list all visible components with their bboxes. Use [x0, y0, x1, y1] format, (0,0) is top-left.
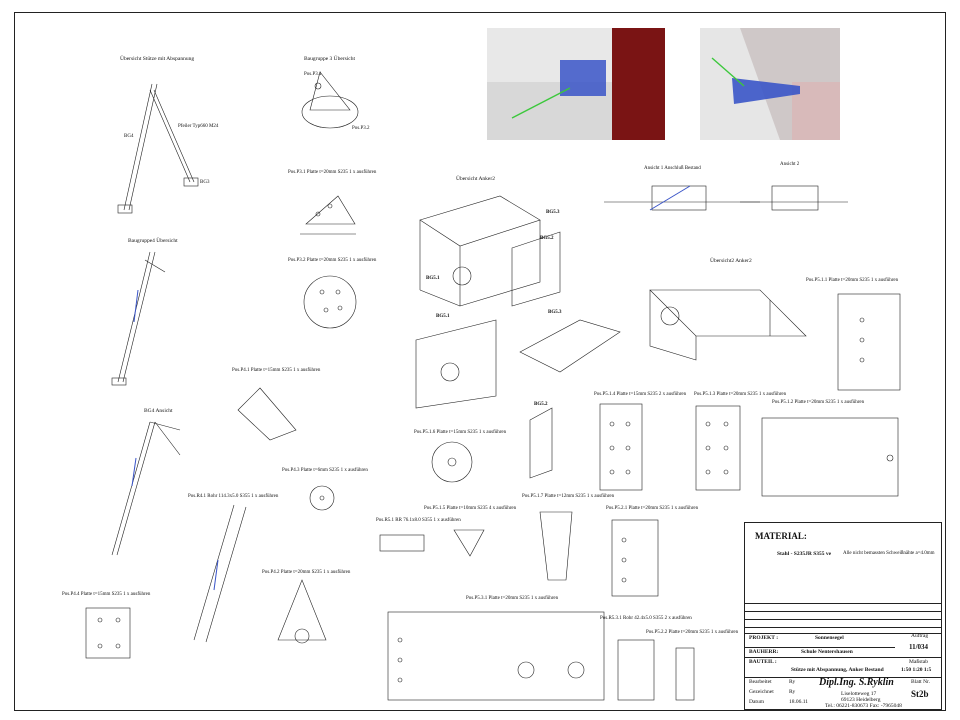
title-p5-2-2: Pos.P5.2.2 Platte t=20mm S235 1 x ausfüh…: [646, 630, 739, 635]
blatt-value: St2b: [911, 689, 929, 699]
company-name: Dipl.Ing. S.Ryklin: [819, 677, 894, 688]
label-p3-2-ref: Pos.P3.2: [352, 126, 370, 131]
company-phone: Tel.: 06221-830673 Fax: -7965048: [825, 703, 902, 709]
title-block: MATERIAL: Stahl - S235JR S355 ve Alle ni…: [744, 522, 942, 710]
label-pfeiler: Pfeiler Typ660 M24: [178, 124, 219, 129]
view-title-baugruppe3: Baugruppe 3 Übersicht: [304, 56, 356, 62]
label-bg5-2b: BG5.2: [534, 402, 548, 407]
label-bg3: BG3: [200, 180, 210, 185]
title-ansicht2: Ansicht 2: [780, 162, 800, 167]
gezeichnet-value: Ry: [789, 689, 796, 695]
company-address2: 69123 Heidelberg: [841, 697, 881, 703]
bauherr-label: BAUHERR:: [749, 649, 779, 655]
bauteil-value: Stütze mit Abspannung, Anker Bestand: [791, 667, 884, 673]
label-bg4: BG4: [124, 134, 134, 139]
weld-note: Alle nicht bemassten Schweißnähte a=4.0m…: [843, 551, 935, 556]
title-p4-1: Pos.P4.1 Platte t=15mm S235 1 x ausführe…: [232, 368, 321, 373]
title-p5-3-1: Pos.P5.3.1 Platte t=20mm S235 1 x ausfüh…: [466, 596, 559, 601]
gezeichnet-label: Gezeichnet: [749, 689, 774, 695]
bearbeitet-value: Ry: [789, 679, 796, 685]
bearbeitet-label: Bearbeitet: [749, 679, 772, 685]
title-p5-1-7: Pos.P5.1.7 Platte t=12mm S235 1 x ausfüh…: [522, 494, 615, 499]
title-ansicht1: Ansicht 1 Anschluß Bestand: [644, 166, 701, 171]
bauherr-value: Schule Nentershausen: [801, 649, 853, 655]
title-p5-1-5: Pos.P5.1.5 Platte t=10mm S235 4 x ausfüh…: [424, 506, 517, 511]
title-p3-2: Pos.P3.2 Platte t=20mm S235 1 x ausführe…: [288, 258, 377, 263]
title-uebersicht-anker2: Übersicht Anker2: [456, 176, 495, 182]
auftrag-label: Auftrag: [911, 633, 929, 639]
title-p4-4: Pos.P4.4 Platte t=15mm S235 1 x ausführe…: [62, 592, 151, 597]
title-p5-2-1: Pos.P5.2.1 Platte t=20mm S235 1 x ausfüh…: [606, 506, 699, 511]
bauteil-label: BAUTEIL :: [749, 659, 777, 665]
revision-rows: [745, 603, 941, 604]
title-p5-1-4: Pos.P5.1.4 Platte t=15mm S235 2 x ausfüh…: [594, 392, 687, 397]
label-p3-1-ref: Pos.P3.1: [304, 72, 322, 77]
title-p5-1-2: Pos.P5.1.2 Platte t=20mm S235 1 x ausfüh…: [772, 400, 865, 405]
title-p5-1-3: Pos.P5.1.3 Platte t=20mm S235 1 x ausfüh…: [694, 392, 787, 397]
projekt-value: Sonnensegel: [815, 635, 844, 641]
title-uebersicht2-anker2: Übersicht2 Anker2: [710, 258, 752, 264]
material-steel: Stahl - S235JR S355 ve: [777, 551, 832, 557]
title-p3-1: Pos.P3.1 Platte t=20mm S235 1 x ausführe…: [288, 170, 377, 175]
label-bg5-3a: BG5.3: [546, 210, 560, 215]
view-title-bg4-ansicht: BG4 Ansicht: [144, 408, 173, 414]
datum-value: 18.06.11: [789, 699, 809, 705]
label-bg5-1a: BG5.1: [426, 276, 440, 281]
label-bg5-1b: BG5.1: [436, 314, 450, 319]
title-p5-1-6: Pos.P5.1.6 Platte t=15mm S235 1 x ausfüh…: [414, 430, 507, 435]
title-r5-3-1: Pos.R5.3.1 Rohr 42.4x5.0 S355 2 x ausfüh…: [600, 616, 692, 621]
datum-label: Datum: [749, 699, 764, 705]
title-r4-1: Pos.R4.1 Rohr 114.3x5.0 S355 1 x ausführ…: [188, 494, 279, 499]
title-p4-2: Pos.P4.2 Platte t=20mm S235 1 x ausführe…: [262, 570, 351, 575]
drawing-frame: [14, 12, 946, 711]
title-p5-1-1: Pos.P5.1.1 Platte t=20mm S235 1 x ausfüh…: [806, 278, 899, 283]
label-bg5-3b: BG5.3: [548, 310, 562, 315]
material-heading: MATERIAL:: [755, 531, 807, 541]
view-title-ueberblick-stuetze: Übersicht Stütze mit Abspannung: [120, 56, 195, 62]
label-bg5-2a: BG5.2: [540, 236, 554, 241]
auftrag-value: 11/034: [909, 643, 929, 651]
title-p4-3: Pos.P4.3 Platte t=6mm S235 1 x ausführen: [282, 468, 368, 473]
title-r5-1: Pos.R5.1 RR 76.1x8.0 S355 1 x ausführen: [376, 518, 461, 523]
projekt-label: PROJEKT :: [749, 635, 779, 641]
blatt-label: Blatt Nr.: [911, 679, 930, 685]
massstab-value: 1:50 1:20 1:5: [901, 667, 932, 673]
massstab-label: Maßstab: [909, 659, 928, 665]
view-title-baugruppe4: Baugruppe4 Übersicht: [128, 238, 178, 244]
company-address1: Liselotteweg 17: [841, 691, 877, 697]
